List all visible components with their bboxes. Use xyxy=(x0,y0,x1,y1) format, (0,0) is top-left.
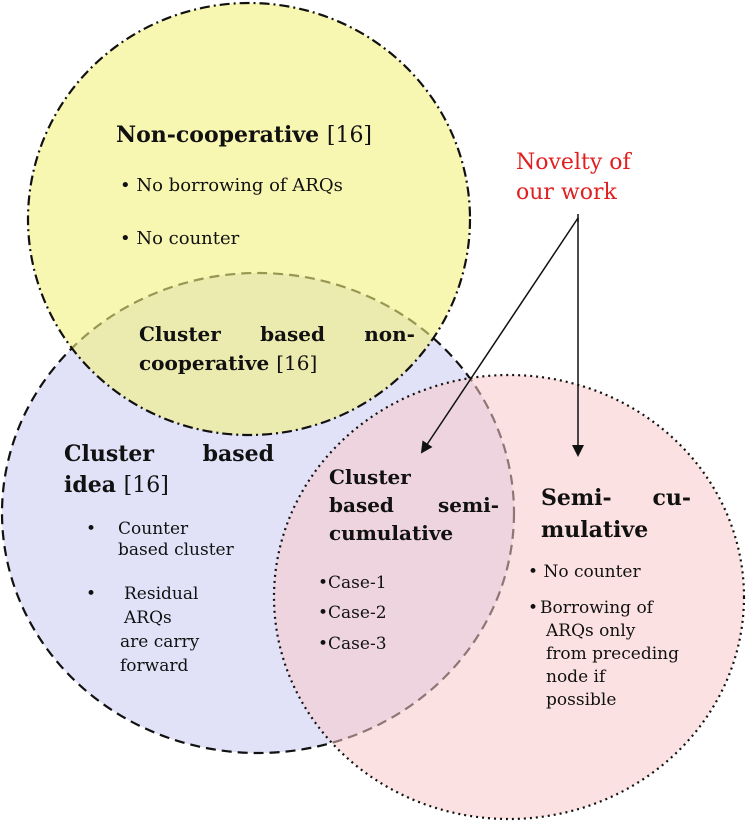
cluster-idea-citation: [16] xyxy=(123,473,169,498)
semi-cumulative-item-2-line-3: from preceding xyxy=(546,644,679,664)
item-text: No borrowing of ARQs xyxy=(136,175,343,196)
cluster-idea-item-2: • Residual ARQs are carry forward xyxy=(86,582,286,678)
item-text: No counter xyxy=(543,562,641,582)
bullet: • xyxy=(318,634,329,654)
case-text: Case-1 xyxy=(328,573,387,593)
bullet: • xyxy=(120,228,131,249)
non-cooperative-item-1: • No borrowing of ARQs xyxy=(120,175,343,197)
cluster-semi-line-1: Cluster xyxy=(329,465,411,489)
novelty-line-2: our work xyxy=(516,180,617,205)
non-cooperative-title-text: Non-cooperative xyxy=(116,122,320,148)
cluster-non-cooperative-line-2: cooperative xyxy=(139,351,270,375)
bullet: • xyxy=(120,175,131,196)
cluster-idea-item-1-line-1: Counter xyxy=(118,519,189,539)
cluster-semi-case-2: •Case-2 xyxy=(318,603,387,624)
cluster-idea-item-2-line-4: forward xyxy=(120,656,189,676)
cluster-semi-case-1: •Case-1 xyxy=(318,573,387,594)
semi-cumulative-item-2-line-4: node if xyxy=(546,667,606,687)
cluster-idea-item-2-line-1: Residual xyxy=(124,584,199,604)
cluster-semi-line-3: cumulative xyxy=(329,521,454,545)
bullet: • xyxy=(86,584,97,604)
semi-cumulative-item-2-line-1: Borrowing of xyxy=(540,598,653,618)
bullet: • xyxy=(318,573,329,593)
cluster-non-cooperative-citation: [16] xyxy=(276,351,318,375)
semi-cumulative-line-2: mulative xyxy=(541,517,649,543)
cluster-idea-item-1: • Counter based cluster xyxy=(86,519,286,561)
cluster-idea-line-1: Cluster based xyxy=(64,441,274,467)
bullet: • xyxy=(528,562,539,582)
novelty-label: Novelty of our work xyxy=(516,148,666,208)
semi-cumulative-circle xyxy=(272,373,746,821)
cluster-semi-case-3: •Case-3 xyxy=(318,634,387,655)
case-text: Case-3 xyxy=(328,634,387,654)
semi-cumulative-item-2-line-5: possible xyxy=(546,690,617,710)
semi-cumulative-title: Semi- cu- mulative xyxy=(541,482,691,546)
cluster-idea-item-2-line-3: are carry xyxy=(120,632,200,652)
novelty-arrow-to-cluster-semi xyxy=(420,217,579,454)
cluster-idea-title: Cluster based idea [16] xyxy=(64,439,274,501)
bullet: • xyxy=(528,598,539,618)
cluster-semi-line-2: based semi- xyxy=(329,493,499,517)
cluster-idea-item-1-line-2: based cluster xyxy=(118,540,234,560)
case-text: Case-2 xyxy=(328,603,387,623)
semi-cumulative-item-2-line-2: ARQs only xyxy=(546,621,636,641)
novelty-line-1: Novelty of xyxy=(516,150,631,175)
non-cooperative-title: Non-cooperative [16] xyxy=(116,121,372,150)
cluster-idea-line-2: idea xyxy=(64,472,116,498)
semi-cumulative-item-1: • No counter xyxy=(528,562,641,583)
cluster-non-cooperative-label: Cluster based non- cooperative [16] xyxy=(139,320,415,378)
bullet: • xyxy=(86,519,97,539)
semi-cumulative-item-2: • Borrowing of ARQs only from preceding … xyxy=(528,597,728,712)
bullet: • xyxy=(318,603,329,623)
cluster-semi-cumulative-label: Cluster based semi- cumulative xyxy=(329,463,499,547)
cluster-non-cooperative-line-1: Cluster based non- xyxy=(139,322,415,346)
non-cooperative-citation: [16] xyxy=(326,123,373,148)
non-cooperative-item-2: • No counter xyxy=(120,228,239,250)
item-text: No counter xyxy=(136,228,240,249)
non-cooperative-circle xyxy=(26,1,472,437)
cluster-idea-item-2-line-2: ARQs xyxy=(124,608,172,628)
semi-cumulative-line-1: Semi- cu- xyxy=(541,485,691,511)
